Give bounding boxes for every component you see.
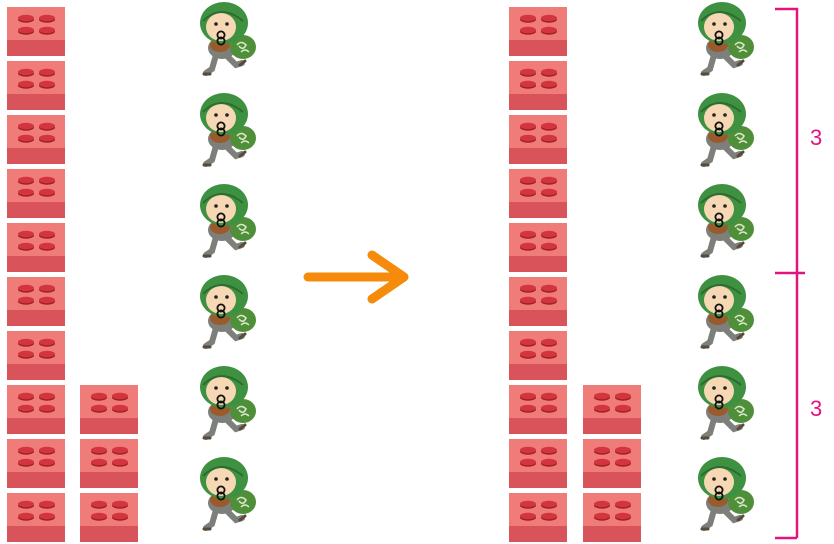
thief-with-bag-icon (698, 366, 754, 438)
lego-brick-icon (7, 169, 65, 218)
lego-brick-icon (80, 493, 138, 542)
lego-brick-icon (509, 331, 567, 380)
lego-brick-icon (583, 439, 641, 488)
thief-with-bag-icon (200, 2, 256, 74)
right-arrow-icon (303, 250, 409, 304)
thief-with-bag-icon (698, 2, 754, 74)
right-brick-column-1 (509, 7, 567, 542)
left-brick-column-2 (80, 385, 138, 542)
left-group (7, 2, 256, 542)
lego-brick-icon (7, 223, 65, 272)
lego-brick-icon (509, 169, 567, 218)
thief-with-bag-icon (698, 184, 754, 256)
lego-brick-icon (7, 7, 65, 56)
lego-brick-icon (7, 439, 65, 488)
right-group: 3 3 (509, 2, 822, 542)
lego-brick-icon (583, 385, 641, 434)
left-thief-column (200, 2, 256, 529)
thief-with-bag-icon (200, 366, 256, 438)
lego-brick-icon (7, 115, 65, 164)
right-brick-column-2 (583, 385, 641, 542)
thief-with-bag-icon (698, 457, 754, 529)
thief-with-bag-icon (200, 184, 256, 256)
lego-brick-icon (509, 493, 567, 542)
lego-brick-icon (7, 277, 65, 326)
right-thief-column (698, 2, 754, 529)
thief-with-bag-icon (200, 93, 256, 165)
lego-brick-icon (509, 439, 567, 488)
lego-brick-icon (509, 61, 567, 110)
thief-with-bag-icon (200, 457, 256, 529)
bracket-label-top: 3 (810, 125, 822, 150)
lego-brick-icon (583, 493, 641, 542)
lego-brick-icon (7, 493, 65, 542)
grouping-bracket (775, 7, 805, 540)
lego-brick-icon (7, 331, 65, 380)
lego-brick-icon (80, 385, 138, 434)
lego-brick-icon (509, 115, 567, 164)
lego-brick-icon (80, 439, 138, 488)
lego-brick-icon (509, 7, 567, 56)
thief-with-bag-icon (200, 275, 256, 347)
lego-brick-icon (7, 61, 65, 110)
lego-brick-icon (7, 385, 65, 434)
lego-brick-icon (509, 277, 567, 326)
thief-with-bag-icon (698, 275, 754, 347)
left-brick-column-1 (7, 7, 65, 542)
lego-brick-icon (509, 385, 567, 434)
thief-with-bag-icon (698, 93, 754, 165)
bracket-label-bottom: 3 (810, 396, 822, 421)
lego-brick-icon (509, 223, 567, 272)
